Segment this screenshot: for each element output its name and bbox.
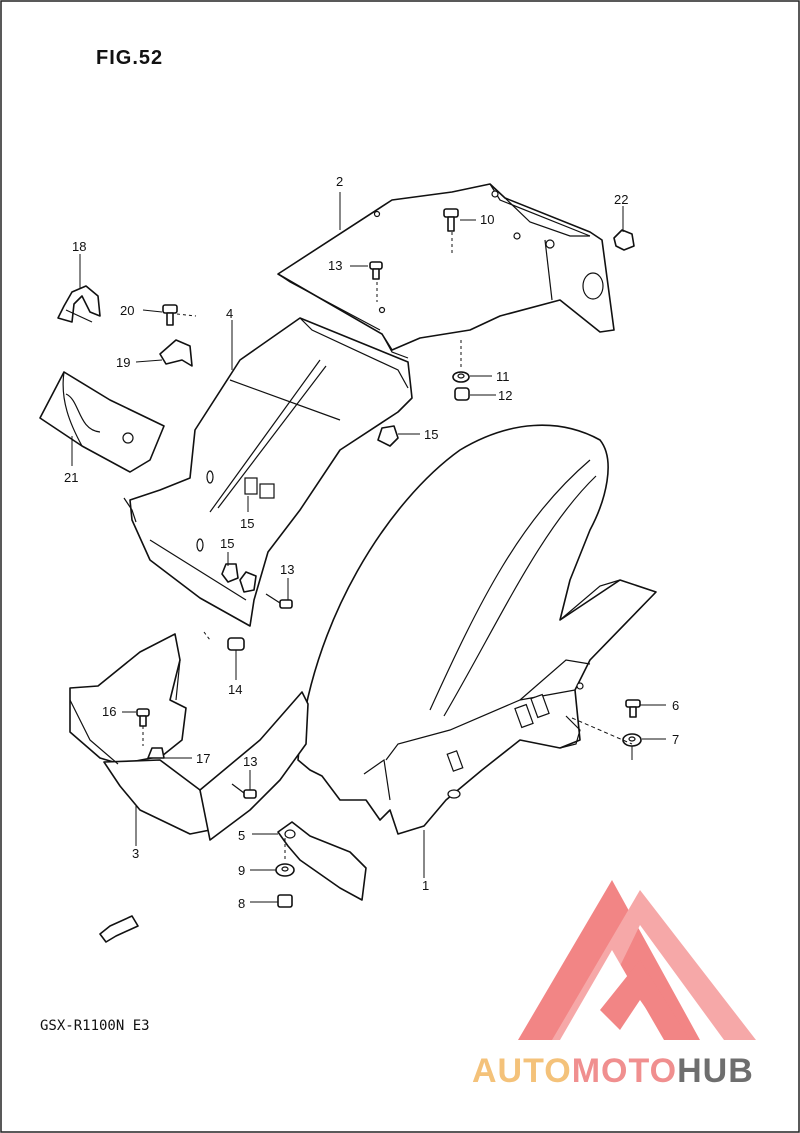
part-17-clip <box>147 747 165 759</box>
part-13-screw-top <box>369 261 383 280</box>
callout-3: 3 <box>132 846 139 861</box>
part-19-bracket <box>159 339 193 367</box>
fwd-label: FWD <box>110 919 133 937</box>
callout-5: 5 <box>238 828 245 843</box>
watermark-text: AUTOMOTOHUB <box>472 1052 754 1090</box>
callout-13-low: 13 <box>243 754 257 769</box>
part-10-screw <box>443 208 459 232</box>
callout-2: 2 <box>336 174 343 189</box>
callout-18: 18 <box>72 239 86 254</box>
callout-11: 11 <box>496 369 510 384</box>
part-9-washer <box>275 863 295 877</box>
callout-10: 10 <box>480 212 494 227</box>
part-2-tail-fender <box>277 183 615 359</box>
callout-12: 12 <box>498 388 512 403</box>
part-18-clamp <box>57 285 101 323</box>
callout-6: 6 <box>672 698 679 713</box>
part-5-bracket <box>277 821 367 901</box>
callout-labels: 1 2 3 4 5 6 7 8 9 10 11 12 13 13 13 14 1… <box>64 174 679 911</box>
logo-triangle-right <box>552 890 756 1040</box>
part-6-screw <box>625 699 641 718</box>
model-code: GSX-R1100N E3 <box>40 1018 150 1034</box>
callout-17: 17 <box>196 751 210 766</box>
part-4-inner-fender <box>123 317 413 627</box>
callout-13-top: 13 <box>328 258 342 273</box>
logo-stroke <box>600 960 690 1040</box>
callout-7: 7 <box>672 732 679 747</box>
callout-21: 21 <box>64 470 78 485</box>
callout-4: 4 <box>226 306 233 321</box>
callout-15-center: 15 <box>240 516 254 531</box>
part-12-nut <box>454 387 470 401</box>
part-22-nut <box>613 229 635 251</box>
part-3-lower-cover <box>69 633 309 841</box>
callout-22: 22 <box>614 192 628 207</box>
callout-8: 8 <box>238 896 245 911</box>
callout-13-mid: 13 <box>280 562 294 577</box>
callout-16: 16 <box>102 704 116 719</box>
part-11-washer <box>452 371 470 383</box>
callout-1: 1 <box>422 878 429 893</box>
callout-9: 9 <box>238 863 245 878</box>
fwd-arrow-icon: FWD <box>99 915 139 943</box>
part-1-rear-fender <box>297 424 657 835</box>
leader-lines <box>71 192 666 903</box>
part-21-rubber-cover <box>39 371 165 473</box>
figure-title: FIG.52 <box>96 47 163 69</box>
callout-20: 20 <box>120 303 134 318</box>
part-16-screw <box>136 708 150 727</box>
callout-14: 14 <box>228 682 242 697</box>
part-15-clip-upper <box>377 425 399 447</box>
callout-19: 19 <box>116 355 130 370</box>
part-20-screw <box>162 304 178 326</box>
part-14-bolt <box>227 637 245 651</box>
part-8-bolt <box>277 894 293 908</box>
callout-15-lower: 15 <box>220 536 234 551</box>
callout-15-upper: 15 <box>424 427 438 442</box>
part-7-grommet <box>622 733 642 747</box>
part-13-screw-mid <box>265 593 293 609</box>
part-15-clip-mid <box>221 563 257 593</box>
watermark-logo <box>518 880 756 1040</box>
